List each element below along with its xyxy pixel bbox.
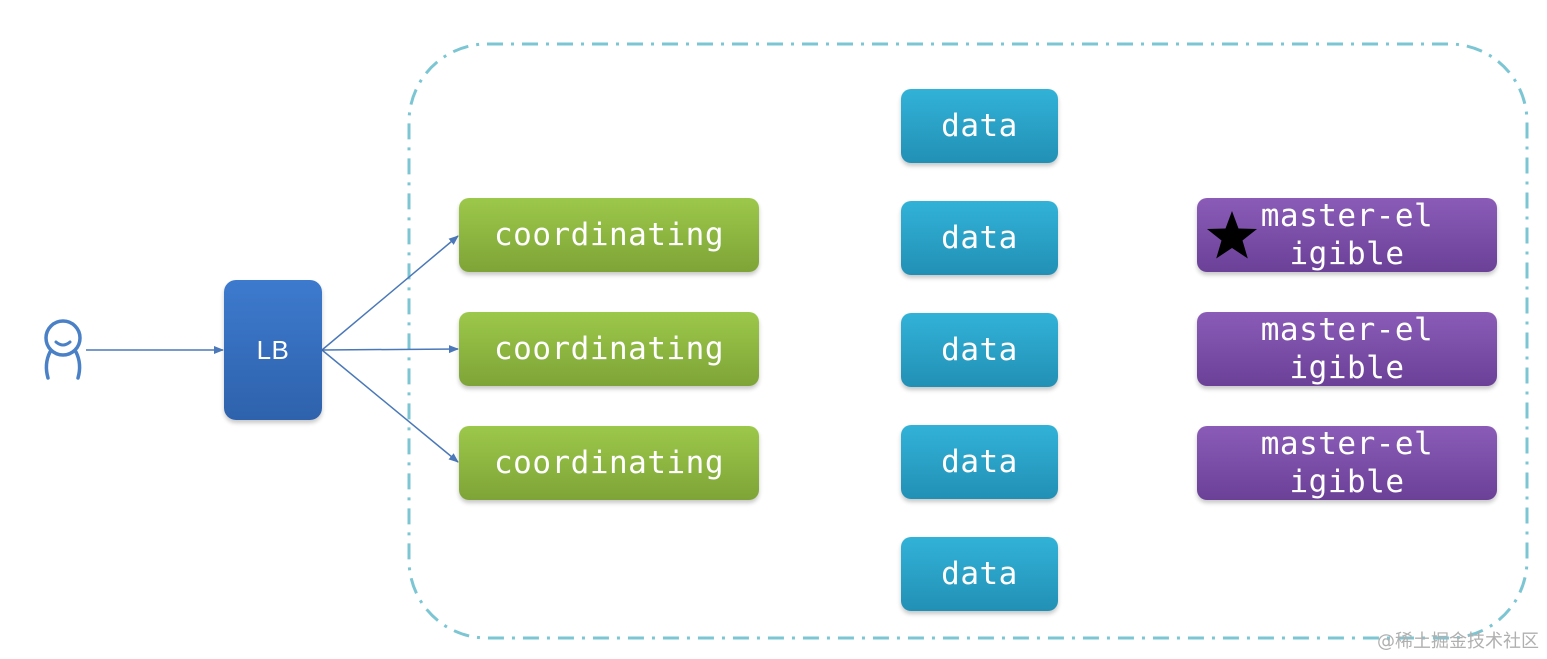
coordinating-node: coordinating [459, 426, 759, 500]
data-node: data [901, 201, 1058, 275]
watermark: @稀土掘金技术社区 [1377, 631, 1539, 652]
coordinating-node-label: coordinating [494, 331, 724, 367]
master-eligible-node-label: master-eligible [1260, 198, 1434, 272]
data-node-label: data [941, 556, 1018, 592]
master-eligible-node: master-eligible [1197, 426, 1497, 500]
data-node: data [901, 537, 1058, 611]
data-node-label: data [941, 220, 1018, 256]
data-node: data [901, 313, 1058, 387]
data-node: data [901, 89, 1058, 163]
coordinating-node: coordinating [459, 198, 759, 272]
coordinating-node: coordinating [459, 312, 759, 386]
master-eligible-node-label: master-eligible [1260, 312, 1434, 386]
star-icon [1207, 211, 1257, 259]
user-icon [44, 319, 82, 380]
load-balancer-node: LB [224, 280, 322, 420]
data-node-label: data [941, 444, 1018, 480]
data-node: data [901, 425, 1058, 499]
master-eligible-node-label: master-eligible [1260, 426, 1434, 500]
master-eligible-node: master-eligible [1197, 312, 1497, 386]
coordinating-node-label: coordinating [494, 445, 724, 481]
data-node-label: data [941, 332, 1018, 368]
load-balancer-label: LB [256, 335, 290, 365]
data-node-label: data [941, 108, 1018, 144]
master-eligible-node-elected: master-eligible [1197, 198, 1497, 272]
coordinating-node-label: coordinating [494, 217, 724, 253]
